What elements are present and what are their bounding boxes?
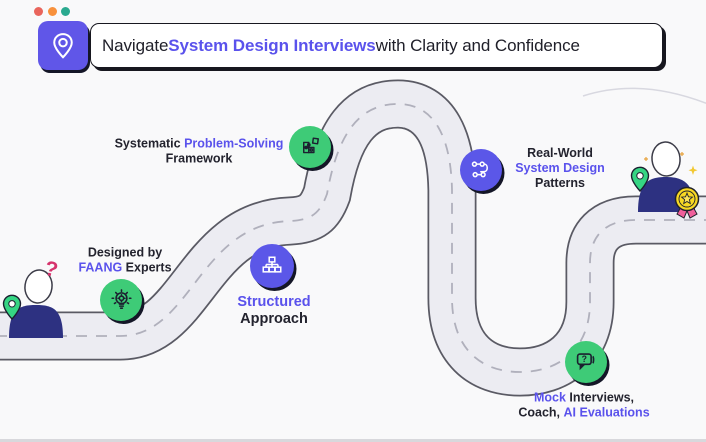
lightbulb-gear-icon (110, 288, 132, 309)
title-accent-text: System Design Interviews (168, 35, 376, 55)
label-line: Designed by (87, 245, 163, 260)
window-dots (34, 7, 70, 16)
milestone-circle-patterns (460, 149, 502, 191)
milestone-circle-faang (100, 279, 142, 321)
window-dot-orange (47, 7, 57, 16)
hierarchy-icon (262, 256, 282, 273)
label-line: System Design (515, 160, 605, 175)
decorative-arc (582, 87, 706, 105)
milestone-circle-structured (250, 244, 294, 288)
sparkle-icon (644, 157, 648, 161)
label-system-design-patterns: Real-World System Design Patterns (515, 146, 605, 190)
label-line: Patterns (534, 175, 586, 190)
end-pin-icon (630, 166, 650, 193)
person-end-figure (630, 141, 700, 219)
label-line: FAANG Experts (78, 260, 172, 274)
label-designed-by-faang: Designed by FAANG Experts (78, 245, 171, 275)
label-line: Real-World (527, 145, 593, 160)
label-problem-solving-framework: Systematic Problem-Solving Framework (115, 136, 284, 166)
sparkle-icon (680, 152, 684, 156)
puzzle-pieces-icon (302, 136, 319, 153)
label-line: Framework (165, 151, 233, 165)
label-line: Mock Interviews, (533, 390, 635, 405)
label-line: Systematic Problem-Solving (114, 136, 284, 151)
title-text: Navigate (102, 35, 169, 55)
label-line: Approach (240, 311, 308, 327)
start-pin-icon (2, 294, 22, 321)
label-line: Coach, AI Evaluations (518, 405, 650, 419)
label-structured-approach: Structured Approach (237, 294, 310, 328)
milestone-circle-problem-solving (289, 126, 331, 168)
chat-question-glyph: ? (582, 354, 587, 364)
window-dot-red (34, 7, 43, 16)
person-body (9, 305, 63, 338)
road-surface (0, 81, 706, 395)
window-dot-teal (61, 7, 70, 16)
header-pin-badge (38, 21, 88, 70)
label-mock-interviews: Mock Interviews, Coach, AI Evaluations (518, 390, 649, 420)
page-title: Navigate System Design Interviews with C… (90, 23, 663, 68)
location-pin-icon (53, 32, 73, 59)
label-line: Structured (237, 293, 311, 310)
milestone-circle-mock: ? (565, 341, 607, 383)
star-medal-icon (674, 186, 700, 219)
bottom-edge (0, 439, 706, 442)
person-head (651, 141, 681, 177)
chat-question-icon: ? (576, 353, 595, 371)
sparkle-icon (688, 165, 698, 175)
route-flow-icon (471, 161, 488, 178)
person-start-figure: ? (2, 257, 63, 338)
person-head (24, 269, 53, 304)
road-center-dashes (0, 103, 706, 373)
title-text: with Clarity and Confidence (375, 35, 580, 55)
question-mark: ? (42, 257, 60, 282)
